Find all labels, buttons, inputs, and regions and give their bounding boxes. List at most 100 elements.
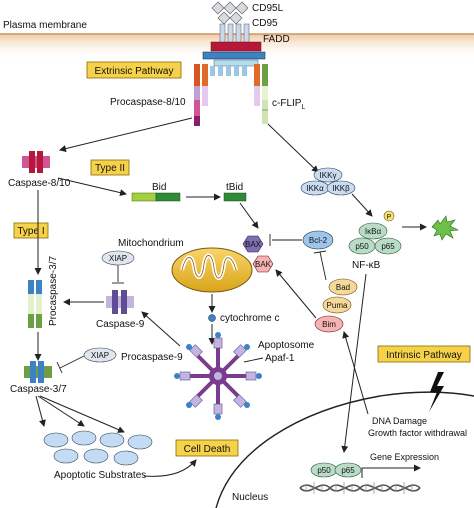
caspase-8-10-label: Caspase-8/10 bbox=[8, 178, 71, 189]
phosphate-bubble bbox=[383, 210, 395, 222]
lightning-bolt-icon bbox=[429, 372, 444, 412]
gene-expression-arrow bbox=[361, 464, 421, 478]
cd95l-label: CD95L bbox=[252, 3, 284, 14]
bim-label: Bim bbox=[322, 320, 336, 329]
nucleus-envelope bbox=[215, 391, 474, 508]
arrow-apoptosome-to-caspase9 bbox=[141, 311, 181, 347]
cytochrome-c-label: cytochrome c bbox=[220, 313, 279, 324]
procaspase-3-7 bbox=[28, 280, 42, 328]
caspase-9 bbox=[106, 290, 134, 314]
ikba-label: IκBα bbox=[365, 227, 382, 236]
arrow-bh3-to-bak bbox=[275, 269, 317, 319]
cell-death-label: Cell Death bbox=[184, 444, 231, 455]
arrow-stress-to-bim bbox=[342, 331, 369, 415]
nuclear-p50-label: p50 bbox=[317, 466, 331, 475]
cell-death-box bbox=[175, 439, 239, 457]
bad-label: Bad bbox=[336, 283, 350, 292]
type-ii-label: Type II bbox=[95, 163, 125, 174]
ikk-complex bbox=[300, 167, 356, 196]
phosphate-label: P bbox=[387, 214, 392, 221]
nucleus-label: Nucleus bbox=[232, 492, 268, 503]
type-i-label: Type I bbox=[17, 226, 44, 237]
degradation-starburst bbox=[431, 215, 460, 241]
apoptosome-label: Apoptosome bbox=[258, 340, 315, 351]
cytochrome-c-dot bbox=[208, 314, 216, 322]
bim-protein bbox=[314, 315, 344, 333]
inhibit-xiap-caspase37 bbox=[59, 355, 85, 369]
fadd-label: FADD bbox=[263, 34, 290, 45]
nuclear-p65 bbox=[334, 462, 362, 478]
intrinsic-pathway-box bbox=[377, 345, 471, 363]
puma-protein bbox=[322, 296, 352, 314]
nfkb-complex bbox=[348, 222, 402, 255]
tbid-protein bbox=[223, 192, 247, 202]
arrow-casp37-substrate-2 bbox=[37, 395, 85, 427]
dna-damage-label: DNA Damage bbox=[372, 416, 427, 426]
bak-label: BAK bbox=[255, 260, 272, 269]
nfkb-label: NF-κB bbox=[352, 260, 381, 271]
procaspase-8-10-label: Procaspase-8/10 bbox=[110, 97, 186, 108]
procaspase-9-label: Procaspase-9 bbox=[121, 352, 183, 363]
xiap-bottom-label: XIAP bbox=[91, 351, 109, 360]
caspase-8-10-active bbox=[22, 151, 50, 173]
arrow-ikk-to-ikba bbox=[351, 193, 373, 217]
gene-expression-label: Gene Expression bbox=[370, 452, 439, 462]
apoptotic-substrates-label: Apoptotic Substrates bbox=[54, 470, 146, 481]
disc-complex bbox=[202, 41, 266, 67]
intrinsic-pathway-label: Intrinsic Pathway bbox=[386, 350, 462, 361]
mitochondrium-label: Mitochondrium bbox=[118, 238, 184, 249]
ikk-alpha-label: IKKα bbox=[306, 184, 324, 193]
cflip-label: c-FLIPL bbox=[272, 98, 305, 111]
bax-hexagon bbox=[242, 235, 264, 253]
inhibit-bh3-bcl2-bar bbox=[313, 250, 327, 254]
puma-label: Puma bbox=[327, 301, 348, 310]
caspase-9-label: Caspase-9 bbox=[96, 319, 145, 330]
apoptosome bbox=[174, 332, 262, 420]
bcl2-label: Bcl-2 bbox=[309, 236, 328, 245]
arrow-casp37-substrate-3 bbox=[39, 395, 125, 433]
inhibit-bh3-bcl2 bbox=[319, 251, 327, 281]
mitochondrium bbox=[171, 247, 253, 293]
type-ii-box bbox=[90, 159, 130, 176]
bax-label: BAX bbox=[245, 240, 262, 249]
type-i-box bbox=[13, 222, 49, 239]
cflip-stalk bbox=[262, 64, 268, 124]
inhibit-xiap-caspase37-bar bbox=[56, 361, 63, 374]
growth-factor-withdrawal-label: Growth factor withdrawal bbox=[368, 428, 467, 438]
caspase-3-7-label: Caspase-3/7 bbox=[10, 384, 67, 395]
bid-label: Bid bbox=[152, 182, 166, 193]
arrow-cflip-to-ikk bbox=[267, 123, 319, 173]
procaspase-3-7-label: Procaspase-3/7 bbox=[48, 256, 59, 326]
ikk-beta-label: IKKβ bbox=[332, 184, 350, 193]
nuclear-p65-label: p65 bbox=[341, 466, 355, 475]
nfkb-p65-label: p65 bbox=[381, 242, 395, 251]
tbid-label: tBid bbox=[226, 182, 243, 193]
caspase-3-7-active bbox=[24, 361, 52, 383]
procaspase-8-10-complex bbox=[194, 64, 260, 126]
apaf1-label: Apaf-1 bbox=[265, 353, 295, 364]
arrow-substrates-to-cell-death bbox=[143, 459, 197, 477]
arrow-tbid-to-bax bbox=[239, 202, 259, 229]
extrinsic-pathway-box bbox=[86, 61, 182, 79]
ikk-gamma-label: IKKγ bbox=[320, 171, 337, 180]
arrow-caspase8-to-bid bbox=[57, 177, 127, 197]
cd95-label: CD95 bbox=[252, 18, 278, 29]
apoptotic-substrates bbox=[43, 430, 153, 466]
extrinsic-pathway-label: Extrinsic Pathway bbox=[95, 66, 174, 77]
arrow-disc-to-caspase8 bbox=[59, 117, 193, 152]
xiap-bottom bbox=[83, 347, 117, 363]
dna-helix bbox=[299, 482, 421, 494]
bad-protein bbox=[328, 278, 358, 296]
arrow-nfkb-to-nucleus bbox=[341, 273, 367, 453]
cd95l-ligand bbox=[211, 1, 249, 25]
arrow-casp37-substrate-1 bbox=[35, 395, 46, 427]
bak-hexagon bbox=[252, 255, 274, 273]
bid-protein bbox=[131, 192, 181, 202]
bcl2-protein bbox=[302, 230, 334, 250]
nfkb-p50-label: p50 bbox=[355, 242, 369, 251]
xiap-top-label: XIAP bbox=[109, 254, 127, 263]
plasma-membrane-label: Plasma membrane bbox=[3, 20, 87, 31]
apaf1-pointer bbox=[243, 357, 264, 363]
